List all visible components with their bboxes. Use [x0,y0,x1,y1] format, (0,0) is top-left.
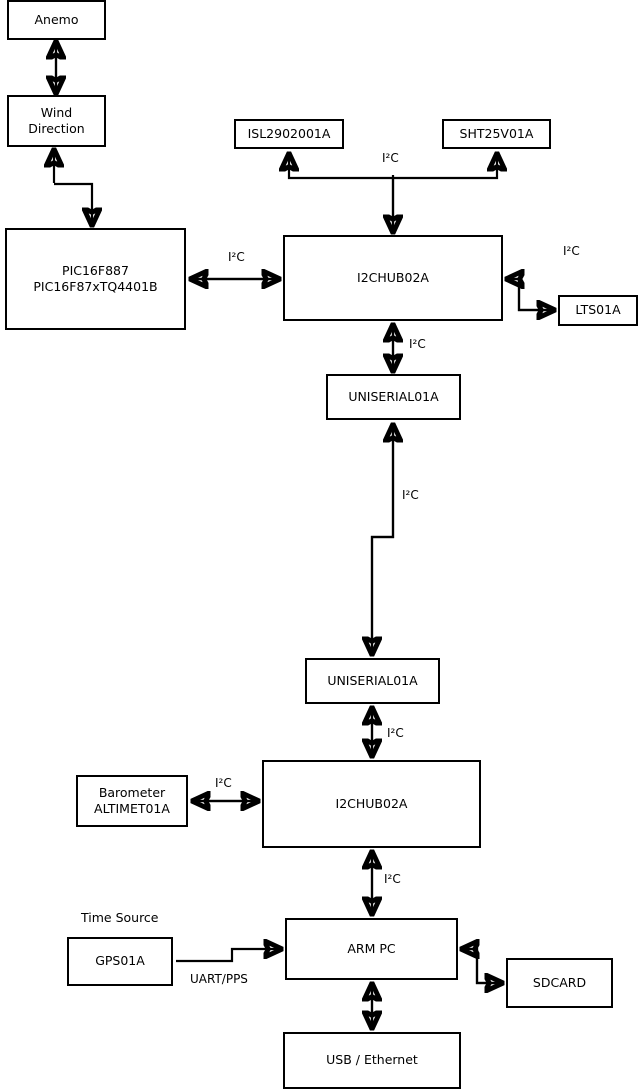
edge-label-i2c-barometer-hub: I²C [215,776,232,790]
node-sdcard[interactable]: SDCARD [506,958,613,1008]
node-sdcard-label: SDCARD [532,974,587,990]
edge-label-i2c-uniserial-link: I²C [402,488,419,502]
node-lts01a[interactable]: LTS01A [558,295,638,326]
node-barometer-altimet01a-label: Barometer ALTIMET01A [94,784,170,817]
node-gps01a[interactable]: GPS01A [67,937,173,986]
wire-gps-arm [176,949,280,963]
node-usb-ethernet[interactable]: USB / Ethernet [283,1032,461,1089]
node-pic16f887-label: PIC16F887 PIC16F87xTQ4401B [33,262,158,295]
node-uniserial01a-top-label: UNISERIAL01A [348,388,439,404]
wire-arm-to-sdcard [463,947,501,983]
label-time-source: Time Source [81,910,159,925]
node-sht25v01a[interactable]: SHT25V01A [442,119,551,149]
wire-lts-to-hub [508,279,553,312]
wire-sdcard-to-arm [463,949,501,985]
wire-uniser-link-down [372,430,395,653]
node-wind-direction-label: Wind Direction [28,104,85,137]
wire-hub-sht [393,155,497,180]
node-i2chub02a-bottom[interactable]: I2CHUB02A [262,760,481,848]
edge-label-i2c-pic-hub: I²C [228,250,245,264]
node-uniserial01a-top[interactable]: UNISERIAL01A [326,374,461,420]
node-arm-pc-label: ARM PC [347,940,396,956]
node-i2chub02a-top[interactable]: I2CHUB02A [283,235,503,321]
wire-hub-to-lts [508,277,553,310]
node-gps01a-label: GPS01A [95,953,145,969]
edge-label-i2c-hub-lts: I²C [563,244,580,258]
edge-label-uart-pps: UART/PPS [190,972,248,986]
node-usb-ethernet-label: USB / Ethernet [326,1052,418,1068]
node-anemo[interactable]: Anemo [7,0,106,40]
node-isl2902001a-label: ISL2902001A [247,125,331,141]
node-barometer-altimet01a[interactable]: Barometer ALTIMET01A [76,775,188,827]
node-i2chub02a-top-label: I2CHUB02A [357,269,429,285]
edge-label-i2c-hub-uniserial: I²C [409,337,426,351]
node-lts01a-label: LTS01A [575,302,621,318]
node-uniserial01a-bottom-label: UNISERIAL01A [327,672,418,688]
node-anemo-label: Anemo [34,11,79,27]
wire-hub-isl [289,155,395,232]
wire-uniser-link-up [370,426,393,654]
node-pic16f887[interactable]: PIC16F887 PIC16F87xTQ4401B [5,228,186,330]
edge-label-i2c-hub-arm-pc: I²C [384,872,401,886]
node-i2chub02a-bottom-label: I2CHUB02A [335,795,408,811]
wire-pic-winddir-down [54,182,92,224]
node-uniserial01a-bottom[interactable]: UNISERIAL01A [305,658,440,704]
node-isl2902001a[interactable]: ISL2902001A [234,119,344,149]
node-sht25v01a-label: SHT25V01A [459,125,534,141]
node-wind-direction[interactable]: Wind Direction [7,95,106,147]
edge-label-i2c-uniserial-hub-bottom: I²C [387,726,404,740]
edge-label-i2c-isl-sht: I²C [382,151,399,165]
node-arm-pc[interactable]: ARM PC [285,918,458,980]
